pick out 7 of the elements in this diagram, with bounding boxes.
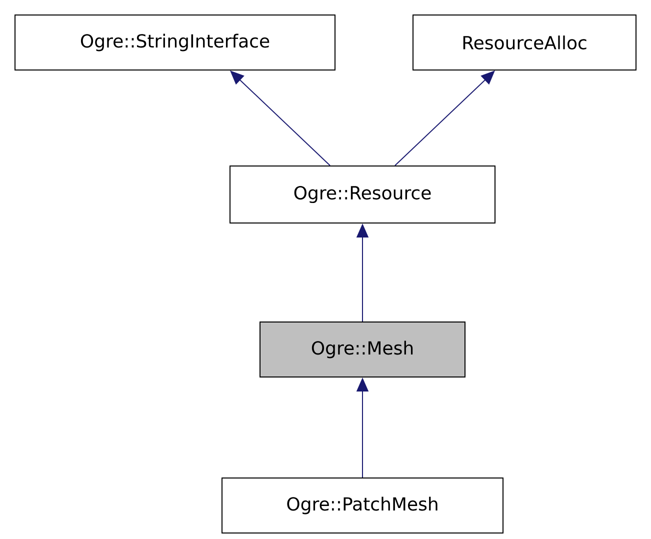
arrow [230, 70, 330, 166]
arrow [394, 70, 495, 166]
class-box: Ogre::StringInterface [14, 14, 336, 70]
class-box: ResourceAlloc [412, 14, 636, 70]
class-box: Ogre::Resource [230, 166, 496, 224]
class-box: Ogre::PatchMesh [222, 478, 504, 534]
class-box: Ogre::Mesh [260, 322, 466, 378]
